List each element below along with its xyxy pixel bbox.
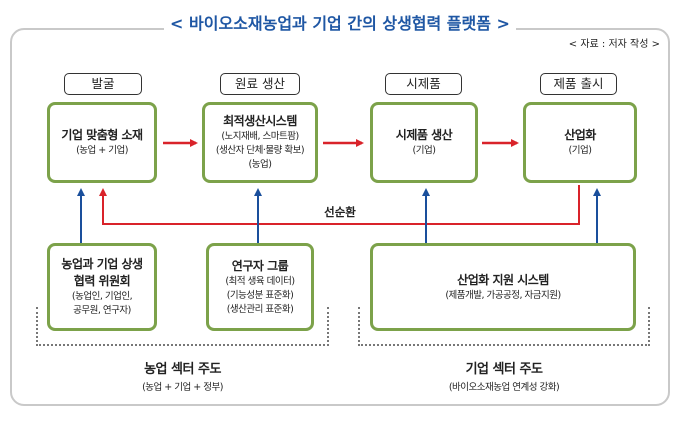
agri-sector-title: 농업 섹터 주도: [144, 362, 221, 377]
agri-sector-sub: (농업 + 기업 + 정부): [142, 382, 223, 393]
stage-box-industrialization: 산업화 (기업): [523, 102, 637, 183]
stage-box-optimal-production: 최적생산시스템 (노지재배, 스마트팜) (생산자 단체·물량 확보) (농업): [202, 102, 318, 183]
stage-label-prototype: 시제품: [385, 73, 462, 95]
support-box-researchers: 연구자 그룹 (최적 생육 데이터) (기능성분 표준화) (생산관리 표준화): [206, 243, 314, 331]
stage-label-launch: 제품 출시: [540, 73, 617, 95]
source-note: < 자료 : 저자 작성 >: [568, 39, 660, 50]
stage-box-prototype: 시제품 생산 (기업): [370, 102, 478, 183]
diagram-title: < 바이오소재농업과 기업 간의 상생협력 플랫폼 >: [0, 10, 680, 34]
feedback-loop-arrow: [99, 185, 580, 225]
support-box-industrialization-system: 산업화 지원 시스템 (제품개발, 가공공정, 자금지원): [370, 243, 636, 331]
stage-box-custom-material: 기업 맞춤형 소재 (농업 + 기업): [47, 102, 157, 183]
stage-label-discovery: 발굴: [64, 73, 142, 95]
agri-sector-group: [36, 307, 329, 346]
stage-label-raw-material: 원료 생산: [220, 73, 300, 95]
support-box-committee: 농업과 기업 상생 협력 위원회 (농업인, 기업인, 공무원, 연구자): [47, 243, 157, 331]
business-sector-group: [358, 307, 650, 346]
feedback-label: 선순환: [300, 204, 380, 220]
business-sector-sub: (바이오소재농업 연계성 강화): [448, 382, 560, 393]
business-sector-title: 기업 섹터 주도: [465, 362, 543, 377]
